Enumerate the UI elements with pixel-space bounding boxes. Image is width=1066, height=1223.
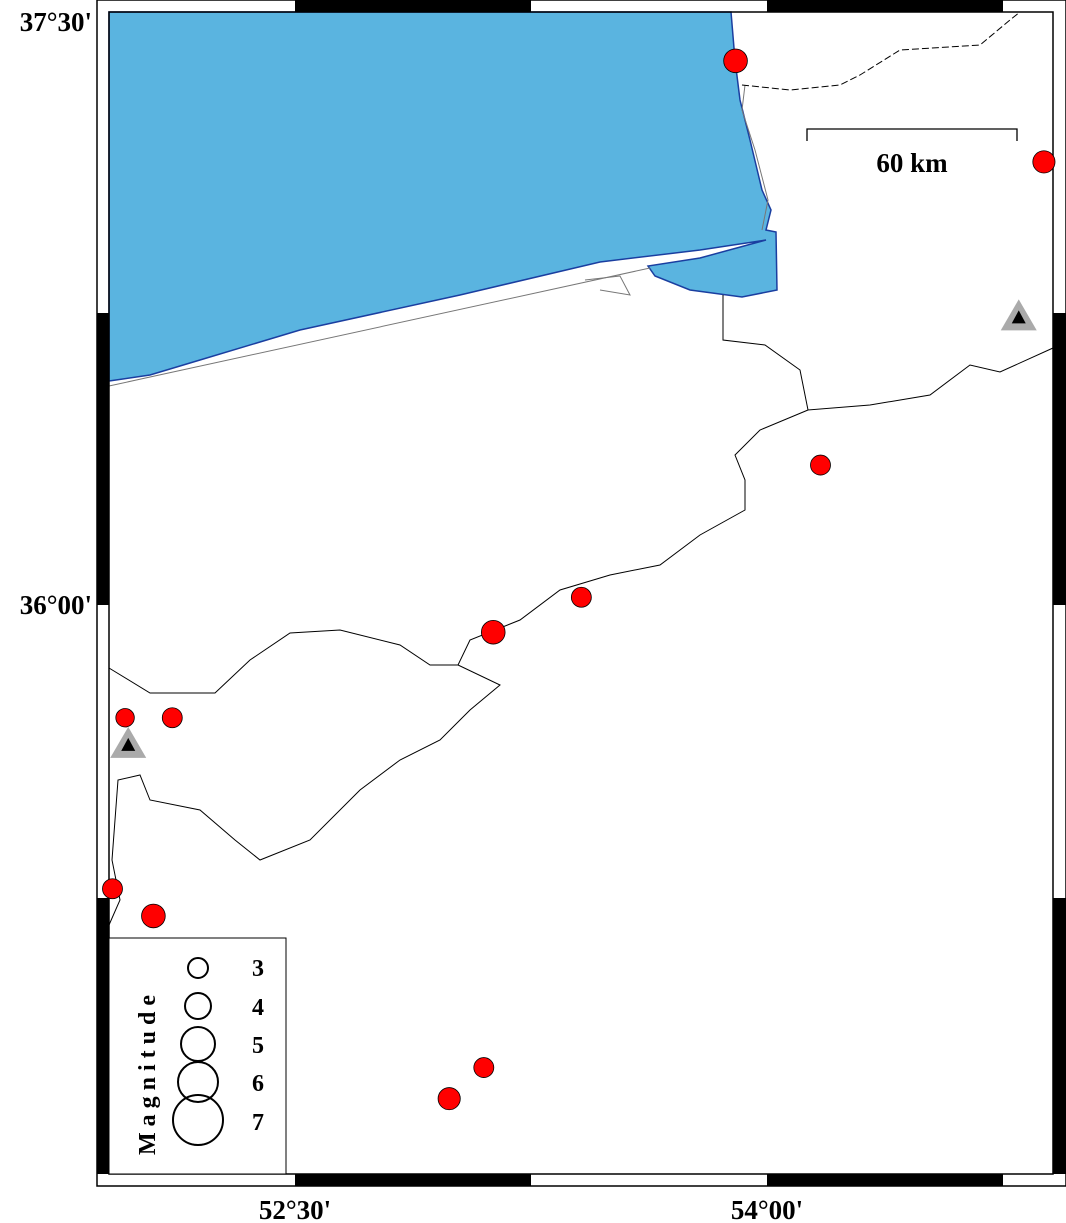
legend-mag-5: 5: [252, 1033, 264, 1059]
seismic-station-icon-2: [110, 726, 147, 758]
earthquake-event-6: [115, 708, 135, 728]
seismic-station-icon-1: [1000, 299, 1037, 331]
legend-mag-3: 3: [252, 956, 264, 982]
lat-label-37-30: 37°30': [20, 7, 92, 37]
earthquake-event-4: [570, 586, 592, 608]
earthquake-event-7: [161, 707, 183, 729]
event-layer: [102, 48, 1056, 1111]
lon-label-52-30: 52°30': [259, 1195, 331, 1223]
legend-title: Magnitude: [135, 989, 161, 1155]
lat-label-36-00: 36°00': [20, 590, 92, 620]
boundary-lines: [108, 11, 1054, 926]
earthquake-event-5: [480, 619, 506, 645]
earthquake-event-2: [1032, 150, 1056, 174]
coastline-lines: [108, 84, 769, 387]
map-frame: [96, 0, 1066, 1187]
earthquake-event-9: [141, 903, 166, 929]
scale-bar: 60 km: [806, 128, 1018, 178]
earthquake-event-8: [102, 878, 123, 900]
earthquake-event-11: [437, 1087, 461, 1111]
lon-label-54-00: 54°00': [731, 1195, 803, 1223]
earthquake-event-10: [473, 1057, 495, 1078]
legend-mag-6: 6: [252, 1071, 264, 1097]
magnitude-legend: Magnitude 3 4 5 6 7: [108, 937, 287, 1175]
scale-bar-label: 60 km: [876, 148, 948, 178]
legend-mag-7: 7: [252, 1110, 264, 1136]
station-layer: [110, 299, 1037, 758]
caspian-sea: [108, 11, 778, 382]
earthquake-event-3: [810, 454, 831, 476]
earthquake-event-1: [723, 48, 748, 74]
legend-mag-4: 4: [252, 995, 264, 1021]
